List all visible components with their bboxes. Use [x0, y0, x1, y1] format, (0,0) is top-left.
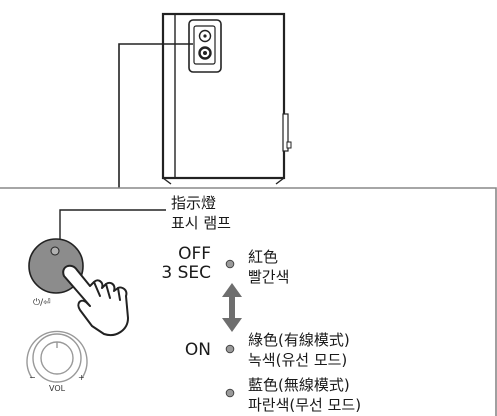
green-label-ko: 녹색(유선 모드)	[248, 351, 348, 369]
panel-power-button-icon	[198, 29, 212, 43]
knob-label: VOL	[49, 384, 66, 393]
off-duration: 3 SEC	[161, 263, 211, 283]
green-indicator-dot	[225, 344, 235, 354]
red-label-zh: 紅色	[248, 248, 279, 266]
knob-plus: +	[78, 373, 85, 382]
on-label: ON	[184, 340, 211, 360]
button-symbol: ⏻/⏎	[33, 298, 51, 308]
red-indicator-dot	[225, 259, 235, 269]
red-label-ko: 빨간색	[248, 268, 290, 286]
speaker-cabinet	[161, 12, 292, 185]
indicator-leader	[59, 209, 166, 242]
indicator-label-ko: 표시 램프	[171, 214, 231, 232]
knob-minus: −	[29, 373, 36, 382]
green-label-zh: 綠色(有線模式)	[248, 331, 350, 349]
detail-panel-frame	[0, 187, 497, 416]
double-arrow-icon	[222, 283, 242, 332]
blue-label-ko: 파란색(무선 모드)	[248, 396, 362, 414]
hand-press-icon	[62, 264, 129, 336]
indicator-label-zh: 指示燈	[171, 194, 217, 212]
panel-volume-knob-icon	[198, 46, 212, 60]
callout-line	[118, 43, 193, 188]
blue-label-zh: 藍色(無線模式)	[248, 376, 350, 394]
off-label: OFF	[178, 244, 211, 264]
state-dots	[225, 259, 235, 398]
blue-indicator-dot	[225, 388, 235, 398]
volume-knob-icon	[26, 330, 88, 383]
